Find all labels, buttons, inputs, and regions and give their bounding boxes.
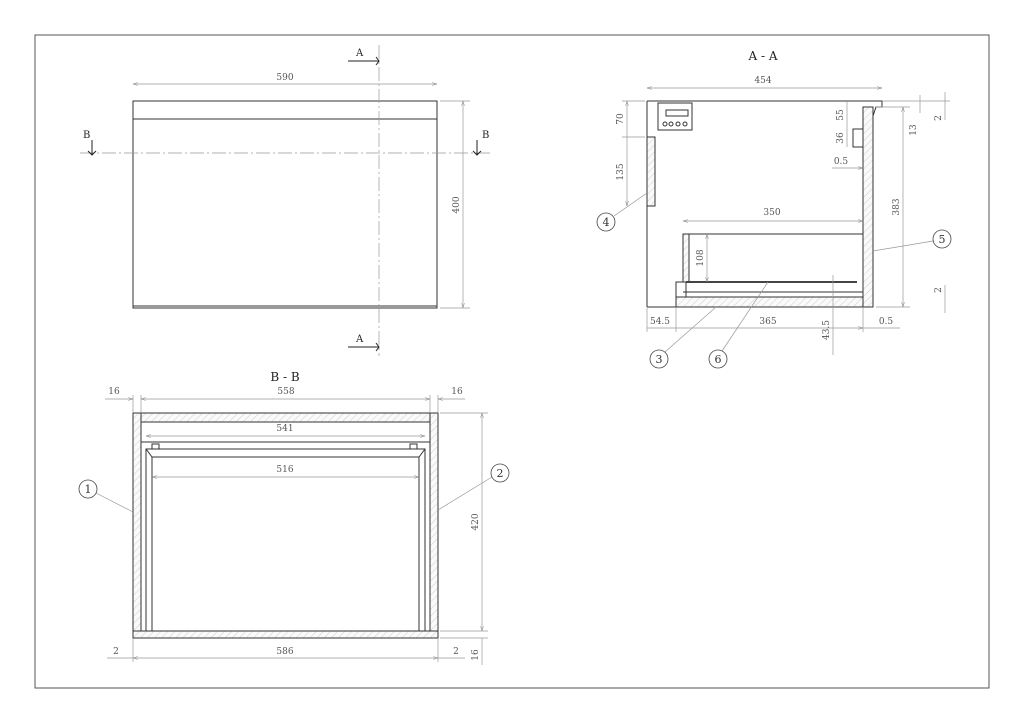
dim-bottom-thick: 16 — [471, 649, 481, 661]
cabinet-front-outline — [132, 100, 438, 309]
dim-height: 400 — [452, 196, 462, 213]
dim-top-gap: 2 — [934, 115, 944, 121]
left-side-panel — [132, 412, 142, 632]
section-bb-view: B - B 558 16 16 541 516 586 2 2 420 16 — [78, 370, 510, 665]
dim-inner-width: 558 — [277, 387, 294, 397]
callout-4 — [596, 212, 616, 232]
dim-bottom-width: 586 — [276, 647, 293, 657]
section-a-top-label: A — [355, 48, 364, 59]
sheet-border — [34, 34, 990, 689]
control-box — [657, 102, 693, 131]
dim-bottom-gap: 2 — [934, 287, 944, 293]
dim-upper-36: 36 — [836, 132, 846, 144]
dim-front-top: 70 — [616, 113, 626, 125]
dim-rail-height: 43.5 — [822, 320, 832, 340]
dim-back-height: 383 — [892, 198, 902, 215]
dim-left-thick: 16 — [108, 387, 120, 397]
dim-drawer-height: 108 — [696, 249, 706, 266]
dim-left-gap: 2 — [113, 647, 119, 657]
callout-6-label: 6 — [715, 353, 722, 366]
callout-3-label: 3 — [656, 353, 663, 366]
dim-drawer-depth: 350 — [763, 208, 780, 218]
section-b-right-label: B — [482, 130, 489, 141]
section-a-bottom-label: A — [355, 334, 364, 345]
callout-1-label: 1 — [85, 483, 92, 496]
section-aa-view: A - A 454 350 54.5 365 0.5 43.5 383 — [596, 49, 952, 369]
dim-right-gap: 2 — [453, 647, 459, 657]
right-side-panel — [429, 412, 439, 632]
section-bb-title: B - B — [270, 370, 300, 384]
front-view: 590 400 A A B B — [80, 45, 492, 356]
dim-drawer-inner: 516 — [276, 465, 293, 475]
dim-back-gap-upper: 0.5 — [834, 157, 849, 167]
bottom-plate — [132, 630, 439, 639]
callout-3 — [649, 349, 669, 369]
dim-overall-depth: 454 — [754, 76, 771, 86]
callout-4-label: 4 — [603, 216, 610, 229]
section-b-left-label: B — [83, 130, 90, 141]
dim-height: 420 — [471, 513, 481, 530]
back-panel — [862, 106, 874, 308]
callout-5 — [932, 229, 952, 249]
callout-5-label: 5 — [939, 233, 946, 246]
dim-top-cap: 13 — [909, 124, 919, 136]
callout-6 — [708, 349, 728, 369]
dim-right-thick: 16 — [451, 387, 463, 397]
bottom-panel — [675, 296, 864, 308]
top-panel — [140, 412, 431, 423]
dim-back-gap: 0.5 — [879, 317, 894, 327]
dim-upper-55: 55 — [836, 109, 846, 121]
dim-front-offset: 54.5 — [650, 317, 670, 327]
callout-2-label: 2 — [497, 467, 504, 480]
dim-bottom-depth: 365 — [759, 317, 776, 327]
front-panel — [646, 136, 656, 207]
drawer-frame — [145, 448, 426, 631]
dim-width: 590 — [276, 73, 293, 83]
dim-drawer-width: 541 — [276, 424, 293, 434]
callout-2 — [490, 463, 510, 483]
section-aa-title: A - A — [747, 49, 777, 63]
callout-1 — [78, 479, 98, 499]
dim-front-panel: 135 — [616, 163, 626, 180]
